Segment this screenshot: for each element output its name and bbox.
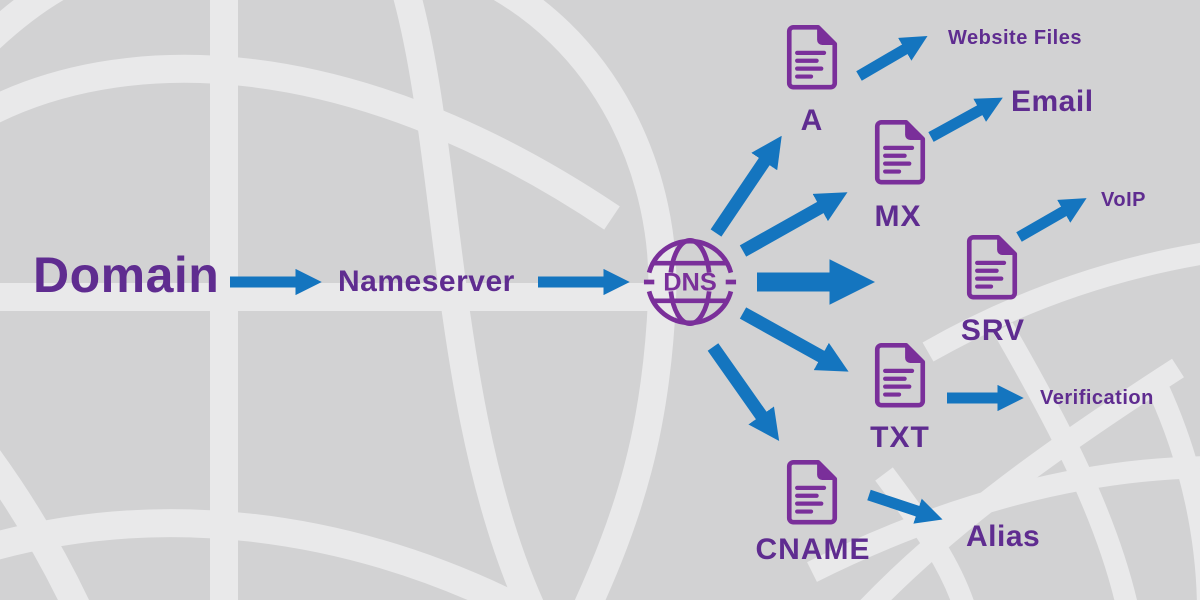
- globe-arc: [860, 358, 1184, 600]
- arrow-dns-to-txt: [739, 307, 849, 372]
- record-file-icon-srv: [966, 235, 1018, 300]
- globe-meridian: [393, 0, 544, 600]
- globe-arc: [0, 509, 534, 600]
- record-label-a: A: [800, 104, 824, 137]
- folded-corner: [817, 461, 836, 480]
- domain-label: Domain: [33, 247, 220, 303]
- target-label-alias: Alias: [966, 520, 1041, 553]
- arrow-dns-to-mx: [739, 192, 848, 257]
- nameserver-label: Nameserver: [338, 265, 515, 298]
- folded-corner: [905, 344, 924, 363]
- globe-arc: [0, 54, 620, 230]
- target-label-email: Email: [1011, 85, 1094, 118]
- dns-globe-icon: DNS: [643, 238, 737, 326]
- record-label-srv: SRV: [960, 314, 1026, 347]
- target-label-verification: Verification: [1040, 387, 1154, 409]
- record-label-cname: CNAME: [755, 533, 871, 566]
- arrow-a-to-website-files: [856, 36, 928, 81]
- record-file-icon-txt: [874, 343, 926, 408]
- globe-arc: [993, 322, 1137, 600]
- dns-icon-label: DNS: [663, 268, 717, 296]
- target-label-voip: VoIP: [1101, 189, 1146, 211]
- globe-arc: [875, 467, 974, 600]
- folded-corner: [997, 236, 1016, 255]
- folded-corner: [817, 26, 836, 45]
- arrow-dns-to-a: [710, 135, 782, 237]
- globe-arc: [1148, 383, 1200, 600]
- record-label-txt: TXT: [870, 421, 930, 454]
- record-file-icon-mx: [874, 120, 926, 185]
- arrow-srv-to-voip: [1016, 198, 1087, 242]
- globe-arc: [807, 456, 1200, 582]
- record-file-icon-cname: [786, 460, 838, 525]
- folded-corner: [905, 121, 924, 140]
- arrow-cname-to-alias: [867, 489, 943, 524]
- globe-arc: [0, 0, 64, 49]
- record-file-icon-a: [786, 25, 838, 90]
- record-label-mx: MX: [874, 200, 922, 233]
- target-label-website-files: Website Files: [948, 27, 1082, 49]
- globe-arc: [922, 242, 1200, 362]
- arrow-mx-to-email: [928, 97, 1003, 142]
- arrow-dns-to-cname: [707, 343, 780, 441]
